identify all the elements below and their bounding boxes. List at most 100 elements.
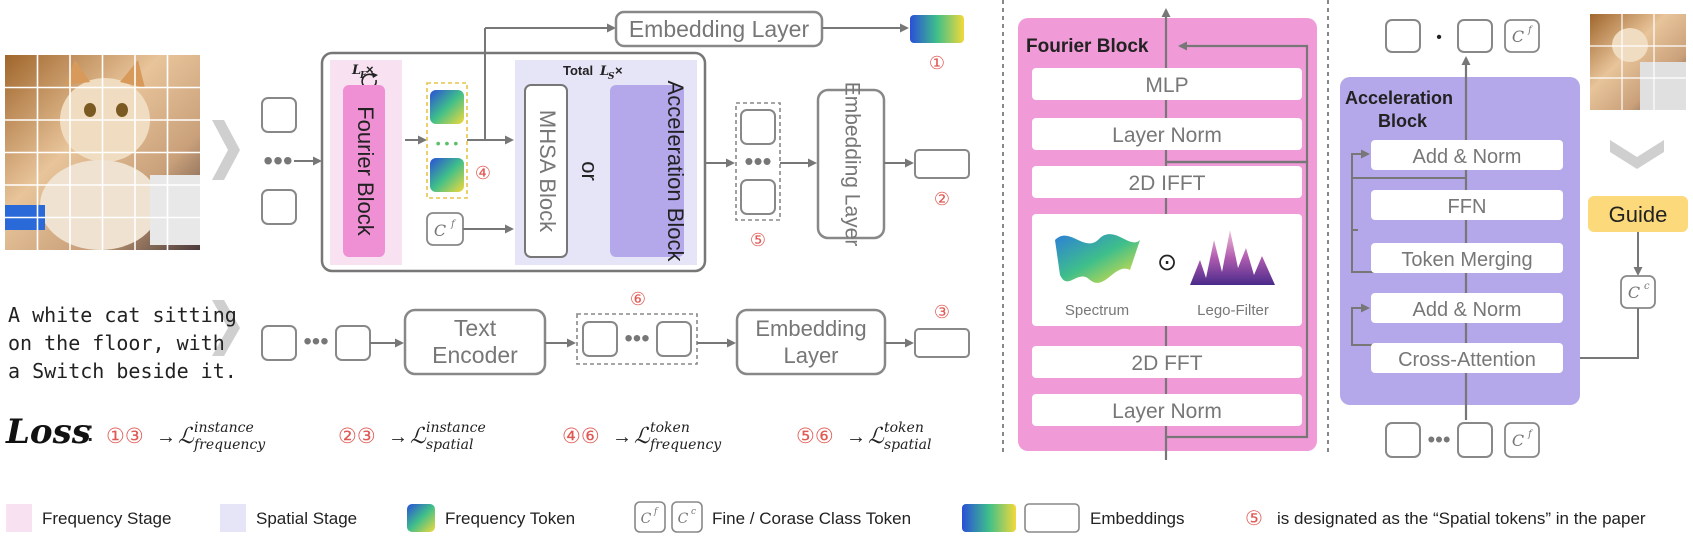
patch-token [261, 97, 297, 133]
frequency-embedding [910, 15, 964, 43]
marker-3: ③ [934, 302, 950, 322]
add-norm-mid [1371, 293, 1563, 323]
mhsa-block [524, 84, 568, 258]
fine-class-token [1504, 422, 1540, 458]
layer-norm-bottom-label: Layer Norm [1112, 400, 1222, 423]
loss-item-4: ⑤⑥ → ℒ token spatial [796, 420, 931, 453]
svg-text:f: f [1527, 429, 1534, 440]
legend-embedding-gradient-swatch [962, 504, 1016, 532]
marker-6: ⑥ [630, 289, 646, 309]
svg-text::: : [86, 415, 94, 448]
ifft-block [1032, 166, 1302, 198]
svg-text:•••: ••• [263, 145, 292, 176]
embedding-layer-bottom-label-1: Embedding [755, 316, 866, 341]
svg-text:ℒ: ℒ [410, 424, 427, 449]
svg-text:c: c [1644, 281, 1650, 292]
ifft-label: 2D IFFT [1129, 172, 1206, 195]
frequency-token [430, 158, 464, 192]
fft-block [1032, 346, 1302, 378]
legend-class-token: Fine / Corase Class Token [712, 509, 911, 528]
loss-item-1: ①③ → ℒ instance frequency [106, 420, 266, 453]
patch-token [261, 189, 297, 225]
svg-text:→: → [612, 426, 632, 448]
cat-thumbnail [1590, 14, 1686, 110]
lf-sub: F [359, 71, 367, 81]
svg-text:ℒ: ℒ [634, 424, 651, 449]
fourier-block-label: Fourier Block [353, 106, 378, 237]
svg-text:C: C [1512, 431, 1524, 450]
total-ls-label: Total [563, 63, 593, 78]
chevron-down-icon [1610, 140, 1664, 169]
svg-text:token: token [650, 420, 690, 436]
guide-block [1588, 196, 1688, 232]
loss-item-2: ②③ → ℒ instance spatial [338, 420, 486, 453]
chevron-icon [212, 120, 240, 180]
fine-class-token [1504, 19, 1540, 53]
cross-attention-label: Cross-Attention [1398, 349, 1536, 371]
spatial-token-group [735, 102, 781, 221]
legend-marker-5: ⑤ [1245, 508, 1263, 530]
legend-fine-token-swatch [634, 501, 666, 533]
svg-text:•••: ••• [1427, 427, 1450, 452]
chevron-icon [212, 300, 240, 356]
svg-text:•••: ••• [303, 328, 328, 355]
svg-text:C: C [434, 221, 446, 240]
input-token [1385, 422, 1421, 458]
marker-5: ⑤ [750, 230, 766, 250]
svg-text:ℒ: ℒ [868, 424, 885, 449]
marker-4: ④ [475, 163, 491, 183]
layer-norm-top-label: Layer Norm [1112, 124, 1222, 147]
spectrum-label: Spectrum [1065, 302, 1129, 319]
caption-line-2: on the floor, with [8, 331, 225, 355]
svg-text:C: C [678, 511, 689, 527]
mlp-block [1032, 68, 1302, 100]
lf-label: L [351, 63, 361, 78]
spectrum-icon [1055, 234, 1140, 283]
text-encoder-label-2: Encoder [432, 342, 518, 368]
legend-frequency-token: Frequency Token [445, 509, 575, 528]
svg-text:•••: ••• [744, 146, 771, 176]
add-norm-top [1371, 140, 1563, 170]
mhsa-block-label: MHSA Block [535, 110, 560, 233]
svg-text:f: f [450, 219, 457, 230]
marker-2: ② [934, 189, 950, 209]
layer-norm-bottom [1032, 394, 1302, 426]
add-norm-mid-label: Add & Norm [1413, 299, 1522, 321]
legend-designated: is designated as the “Spatial tokens” in… [1277, 509, 1646, 528]
svg-text:①③: ①③ [106, 425, 144, 448]
svg-text:instance: instance [194, 420, 254, 436]
legend-coarse-token-swatch [671, 501, 703, 533]
svg-text:frequency: frequency [193, 437, 266, 453]
lego-filter-label: Lego-Filter [1197, 302, 1269, 319]
fft-label: 2D FFT [1131, 352, 1202, 375]
svg-text:c: c [691, 507, 696, 517]
text-token [261, 325, 297, 361]
text-encoder-label-1: Text [454, 315, 497, 341]
svg-text:frequency: frequency [649, 437, 722, 453]
svg-text:→: → [846, 426, 866, 448]
text-feature-token [656, 321, 692, 357]
mlp-label: MLP [1145, 74, 1188, 97]
token-merging-label: Token Merging [1401, 249, 1532, 271]
ffn-label: FFN [1448, 196, 1487, 218]
svg-text:f: f [653, 507, 659, 517]
spatial-token [740, 179, 776, 215]
svg-text:instance: instance [426, 420, 486, 436]
token-merging-block [1371, 243, 1563, 273]
spatial-embedding [914, 149, 970, 179]
layer-norm-top [1032, 118, 1302, 150]
svg-text:④⑥: ④⑥ [562, 425, 600, 448]
frequency-token [430, 90, 464, 124]
caption-line-1: A white cat sitting [8, 303, 237, 327]
legend-embeddings: Embeddings [1090, 509, 1185, 528]
svg-text:•••: ••• [624, 325, 649, 352]
legend-spatial-stage-swatch [220, 504, 246, 532]
acceleration-panel-title: Acceleration [1345, 88, 1453, 108]
cross-attention-block [1371, 343, 1563, 373]
input-token [1457, 422, 1493, 458]
svg-text:ℒ: ℒ [178, 424, 195, 449]
hadamard-icon: ⊙ [1157, 249, 1177, 276]
add-norm-top-label: Add & Norm [1413, 146, 1522, 168]
svg-text:f: f [1527, 25, 1534, 36]
acceleration-block [610, 85, 684, 257]
